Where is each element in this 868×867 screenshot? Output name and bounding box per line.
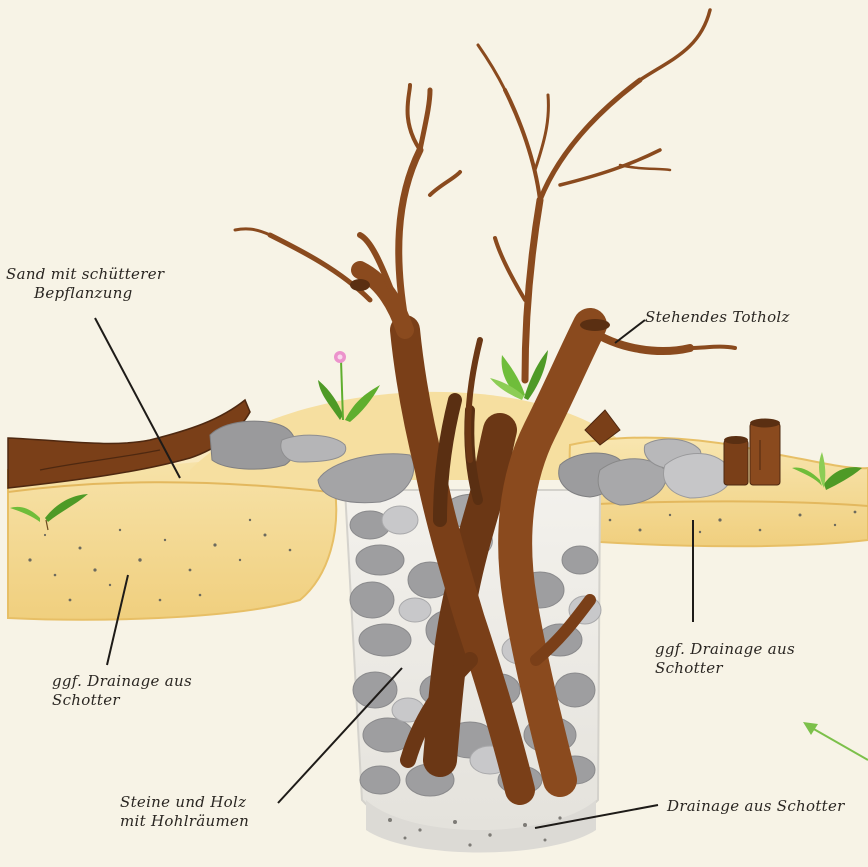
label-drainage-left-line1: ggf. Drainage aus [52, 672, 192, 691]
label-sand-line1: Sand mit schütterer [6, 265, 164, 284]
label-drainage-left-line2: Schotter [52, 691, 192, 710]
label-stones-line1: Steine und Holz [120, 793, 249, 812]
label-sand-line2: Bepflanzung [6, 284, 164, 303]
label-drainage-right-line2: Schotter [655, 659, 795, 678]
green-arrow [803, 722, 868, 760]
label-standing-line1: Stehendes Totholz [645, 308, 790, 327]
label-drainage-right-line1: ggf. Drainage aus [655, 640, 795, 659]
label-sand-planting: Sand mit schütterer Bepflanzung [6, 265, 164, 303]
label-standing-deadwood: Stehendes Totholz [645, 308, 790, 327]
label-drainage-bottom-line1: Drainage aus Schotter [667, 797, 845, 816]
label-drainage-left: ggf. Drainage aus Schotter [52, 672, 192, 710]
label-drainage-bottom: Drainage aus Schotter [667, 797, 845, 816]
standing-stumps [724, 419, 780, 486]
label-stones-wood: Steine und Holz mit Hohlräumen [120, 793, 249, 831]
label-drainage-right: ggf. Drainage aus Schotter [655, 640, 795, 678]
label-stones-line2: mit Hohlräumen [120, 812, 249, 831]
